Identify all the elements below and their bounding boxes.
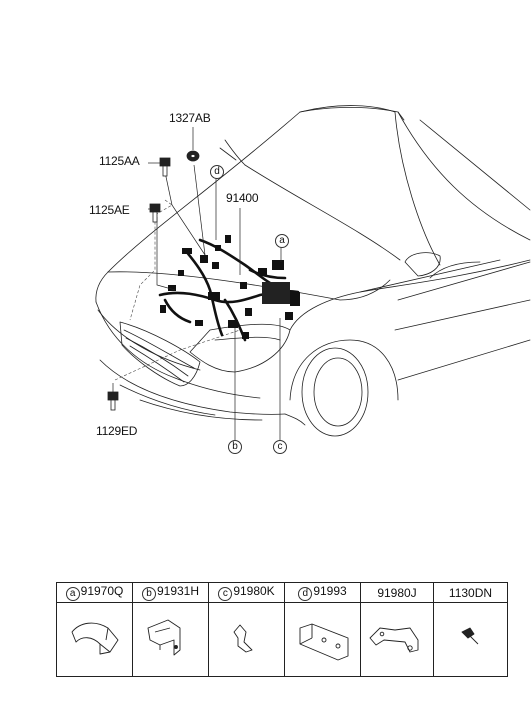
part-image-cell xyxy=(360,602,434,677)
tag-a: a xyxy=(275,234,289,248)
part-tag-a: a xyxy=(65,587,80,601)
part-image-cell xyxy=(284,602,361,677)
part-tag-b: b xyxy=(141,587,156,601)
engine-bay-outline xyxy=(114,199,241,381)
leader-lines xyxy=(112,127,282,440)
callout-1129ED: 1129ED xyxy=(96,424,138,438)
parts-table-images xyxy=(56,602,508,677)
tag-c: c xyxy=(273,440,287,454)
callout-91400: 91400 xyxy=(226,191,259,205)
nut-1327AB-icon xyxy=(186,150,200,162)
part-header-91980J: 91980J xyxy=(360,582,434,603)
callout-1125AA: 1125AA xyxy=(99,154,140,168)
harness-connectors xyxy=(160,235,300,339)
part-number: 91970Q xyxy=(80,584,124,598)
part-number: 91993 xyxy=(313,584,347,598)
fasteners xyxy=(107,150,200,411)
part-number: 91980K xyxy=(233,584,275,598)
part-tag-c: c xyxy=(218,587,233,601)
part-tag-d: d xyxy=(298,587,313,601)
part-number: 1130DN xyxy=(448,585,493,600)
tag-b: b xyxy=(228,440,242,454)
part-image-cell xyxy=(208,602,285,677)
part-number: 91931H xyxy=(156,584,200,598)
part-header-1130DN: 1130DN xyxy=(433,582,508,603)
callout-1327AB: 1327AB xyxy=(169,111,211,125)
part-image-cell xyxy=(132,602,209,677)
bolt-1125AA-icon xyxy=(159,157,171,177)
car-body-outline xyxy=(95,105,531,437)
part-image-cell xyxy=(433,602,508,677)
bolt-1125AE-icon xyxy=(149,203,161,223)
tag-d: d xyxy=(210,165,224,179)
part-image-cell xyxy=(56,602,133,677)
callout-1125AE: 1125AE xyxy=(89,203,130,217)
part-number: 91980J xyxy=(377,585,417,600)
bolt-1129ED-icon xyxy=(107,391,119,411)
